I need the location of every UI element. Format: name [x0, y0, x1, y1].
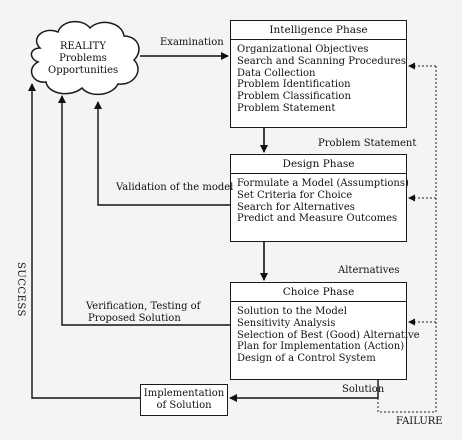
list-item: Problem Statement — [237, 102, 336, 114]
implementation-line2: of Solution — [156, 400, 212, 411]
intelligence-phase-box: Intelligence Phase Organizational Object… — [230, 20, 407, 128]
verification-arrow — [58, 95, 230, 326]
failure-label: FAILURE — [396, 416, 443, 427]
failure-line — [377, 66, 437, 413]
list-item: Search and Scanning Procedures — [237, 55, 406, 67]
design-phase-list: Formulate a Model (Assumptions) Set Crit… — [231, 174, 409, 225]
success-label: SUCCESS — [15, 262, 26, 317]
validation-arrow — [94, 101, 230, 206]
problem-statement-label: Problem Statement — [318, 138, 417, 149]
list-item: Problem Classification — [237, 91, 351, 103]
success-arrow — [28, 83, 140, 399]
list-item: Sensitivity Analysis — [237, 317, 336, 329]
list-item: Problem Identification — [237, 79, 351, 91]
solution-label: Solution — [342, 384, 385, 395]
design-phase-box: Design Phase Formulate a Model (Assumpti… — [230, 154, 409, 242]
verification-line2: Proposed Solution — [88, 312, 181, 324]
alternatives-label: Alternatives — [338, 265, 400, 276]
examination-label: Examination — [160, 37, 224, 48]
list-item: Selection of Best (Good) Alternative — [237, 329, 420, 341]
list-item: Organizational Objectives — [237, 44, 369, 55]
reality-problems: Problems — [59, 53, 107, 64]
list-item: Search for Alternatives — [237, 201, 355, 213]
list-item: Solution to the Model — [237, 306, 347, 317]
verification-line1: Verification, Testing of — [86, 301, 201, 312]
list-item: Plan for Implementation (Action) — [237, 341, 405, 353]
intelligence-phase-title: Intelligence Phase — [231, 21, 406, 40]
list-item: Set Criteria for Choice — [237, 189, 353, 201]
list-item: Design of a Control System — [237, 353, 376, 365]
reality-title: REALITY — [60, 41, 106, 52]
choice-phase-list: Solution to the Model Sensitivity Analys… — [231, 302, 420, 365]
list-item: Formulate a Model (Assumptions) — [237, 178, 409, 189]
reality-opportunities: Opportunities — [48, 65, 119, 76]
list-item: Data Collection — [237, 67, 316, 79]
validation-label: Validation of the model — [116, 182, 234, 193]
reality-cloud-shape — [30, 20, 140, 96]
choice-phase-box: Choice Phase Solution to the Model Sensi… — [230, 282, 420, 380]
implementation-box: Implementation of Solution — [140, 384, 228, 416]
design-phase-title: Design Phase — [231, 155, 406, 174]
verification-label: Verification, Testing of Proposed Soluti… — [86, 301, 200, 324]
list-item: Predict and Measure Outcomes — [237, 213, 398, 225]
intelligence-phase-list: Organizational Objectives Search and Sca… — [231, 40, 406, 115]
choice-phase-title: Choice Phase — [231, 283, 406, 302]
implementation-line1: Implementation — [143, 388, 225, 399]
reality-cloud-text: REALITY Problems Opportunities — [48, 41, 118, 77]
